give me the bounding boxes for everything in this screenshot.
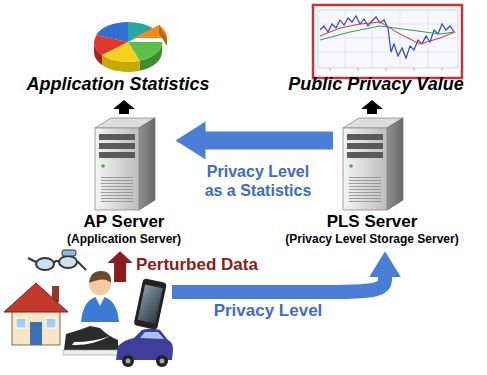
stock-chart-picture [414, 68, 415, 71]
stock-chart-picture [313, 5, 462, 78]
stock-chart-picture [320, 16, 454, 58]
node-title: Application Statistics [26, 74, 209, 96]
house-icon [30, 322, 42, 345]
sneaker-icon [63, 326, 119, 355]
stock-chart-picture [318, 24, 458, 25]
house-icon [16, 318, 26, 328]
sneaker-icon [64, 326, 118, 350]
edge-label: Perturbed Data [136, 255, 258, 275]
sneaker-icon [72, 336, 110, 345]
chart-caption: Public Privacy Value [284, 74, 467, 100]
user-figure [81, 271, 119, 322]
glasses-icon [36, 258, 54, 270]
sneaker-icon [63, 350, 119, 355]
stock-chart-picture [372, 10, 373, 68]
user-devices [5, 282, 172, 367]
stock-chart-picture [358, 68, 359, 71]
node-title: AP Server [84, 212, 165, 232]
car-icon [140, 332, 164, 339]
user-figure [89, 271, 111, 283]
glasses-icon [59, 256, 77, 268]
server-slot [337, 114, 407, 212]
stock-chart-picture [320, 26, 455, 40]
glasses-icon [77, 261, 86, 270]
stock-chart-picture [318, 10, 458, 68]
server-icon [95, 118, 155, 210]
glasses-icon [54, 261, 59, 263]
house-icon [46, 318, 56, 328]
node-subtitle: (Application Server) [67, 232, 181, 246]
stock-chart-picture [330, 68, 331, 71]
output-arrow [367, 109, 377, 114]
stock-chart-picture [318, 38, 458, 39]
house-icon [4, 283, 68, 312]
stock-chart-picture [400, 10, 401, 68]
car-icon [156, 355, 168, 367]
server-icon [343, 118, 403, 210]
node-title: PLS Server [327, 212, 418, 232]
stock-chart-picture [386, 68, 387, 71]
house-icon [12, 308, 60, 345]
smartphone-icon [138, 285, 163, 324]
edge-label: Privacy Level [214, 301, 323, 321]
stock-chart-picture [313, 5, 462, 78]
glasses-icon [62, 250, 76, 256]
privacy-level-arrow [172, 277, 385, 292]
server-node: AP Server(Application Server) [63, 114, 185, 251]
smartphone-icon [133, 278, 166, 330]
statistics-arrow [205, 131, 333, 149]
server-slot [89, 114, 159, 212]
chart-caption: Application Statistics [22, 74, 213, 100]
car-icon [160, 359, 165, 364]
stock-chart-picture [330, 68, 442, 71]
house-icon [4, 283, 68, 345]
edge-label: Privacy Level as a Statistics [200, 162, 316, 200]
stock-chart-picture [318, 10, 458, 68]
perturbed-data-arrow [114, 263, 126, 282]
stock-chart-picture [318, 52, 458, 53]
smartphone-icon [133, 278, 166, 330]
pie-chart-icon [94, 35, 128, 55]
node-title: Public Privacy Value [288, 74, 463, 96]
user-figure [81, 296, 119, 322]
car-icon [116, 329, 173, 361]
glasses-icon [28, 258, 36, 262]
node-subtitle: (Privacy Level Storage Server) [285, 232, 458, 246]
stock-chart-picture [320, 22, 455, 44]
pie-chart-icon [94, 22, 167, 72]
user-figure [95, 296, 105, 306]
car-icon [116, 329, 173, 368]
car-icon [122, 355, 134, 367]
car-icon [126, 359, 131, 364]
stock-chart-picture [442, 68, 443, 71]
output-arrow [119, 109, 129, 114]
stock-chart-picture [345, 10, 346, 68]
glasses-icon [28, 250, 86, 270]
